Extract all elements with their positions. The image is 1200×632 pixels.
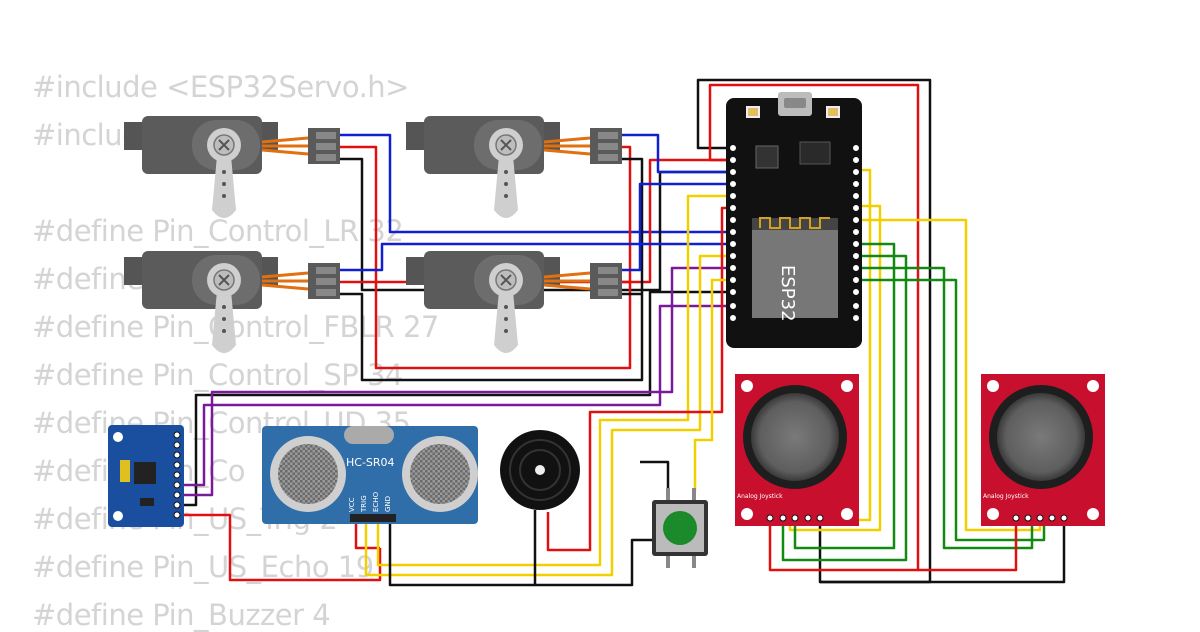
wire-esp-yellow-2 <box>788 204 882 532</box>
wire-esp-yellow-3 <box>858 218 1042 532</box>
joystick-right: Analog Joystick <box>981 374 1105 526</box>
ultrasonic-pin-echo: ECHO <box>372 491 380 512</box>
wire-buzzer-black <box>533 510 652 587</box>
wire-servo4-blue <box>622 182 733 272</box>
buzzer <box>500 430 580 510</box>
wires <box>180 78 1066 587</box>
servo-motor-3 <box>124 251 340 353</box>
esp32-antenna <box>759 217 830 229</box>
esp32-board: ESP32 <box>726 92 862 348</box>
ultrasonic-label: HC-SR04 <box>346 456 395 469</box>
wire-servo2-black <box>622 157 644 292</box>
ultrasonic-pin-gnd: GND <box>384 496 392 512</box>
code-line-11: #define Pin_US_Echo 19 <box>32 550 374 584</box>
ultrasonic-pin-vcc: VCC <box>348 497 356 512</box>
wire-esp-green-2 <box>781 254 908 562</box>
wire-esp-red-2 <box>918 520 1018 572</box>
code-line-1: #include <ESP32Servo.h> <box>32 70 409 104</box>
push-button <box>652 488 708 568</box>
wire-buzzer-red <box>546 206 733 552</box>
wire-servo2-blue <box>622 133 733 174</box>
wire-servo2-red <box>622 145 632 290</box>
wire-esp-green-3 <box>858 266 1034 550</box>
joystick-right-label: Analog Joystick <box>983 493 1029 500</box>
esp32-pins <box>729 144 860 322</box>
servo-motor-4 <box>406 251 622 353</box>
joystick-left: Analog Joystick <box>735 374 859 526</box>
wire-imu-red <box>180 513 382 582</box>
wire-servo3-red <box>340 280 632 370</box>
wire-servo3-blue <box>340 242 733 272</box>
ultrasonic-pin-trig: TRIG <box>360 495 368 513</box>
code-line-6: #define Pin_Control_FBLR 27 <box>32 310 439 344</box>
wire-imu-purple-2 <box>180 266 733 497</box>
wire-us-yellow-trig <box>364 254 733 577</box>
wire-esp-black-1 <box>820 520 1066 584</box>
esp32-label: ESP32 <box>777 265 798 322</box>
servo-motor-1 <box>124 116 340 218</box>
wire-us-yellow-echo <box>376 194 733 567</box>
code-line-12: #define Pin_Buzzer 4 <box>32 598 331 632</box>
wire-us-black <box>388 520 535 587</box>
wire-us-red <box>354 520 380 550</box>
ultrasonic-sensor: HC-SR04 VCC TRIG ECHO GND <box>262 426 478 524</box>
wire-button-yellow <box>693 278 733 492</box>
servo-motor-2 <box>406 116 622 218</box>
joystick-left-label: Analog Joystick <box>737 493 783 500</box>
wire-servo1-blue <box>340 133 733 234</box>
code-line-7: #define Pin_Control_SP 34 <box>32 358 403 392</box>
wire-servo3-black <box>340 292 644 382</box>
wire-esp-green-4 <box>858 278 1046 542</box>
wire-button-black <box>640 460 670 500</box>
wire-esp-green-1 <box>793 242 896 550</box>
wire-imu-black <box>180 290 733 507</box>
imu-sensor-board <box>108 425 184 527</box>
